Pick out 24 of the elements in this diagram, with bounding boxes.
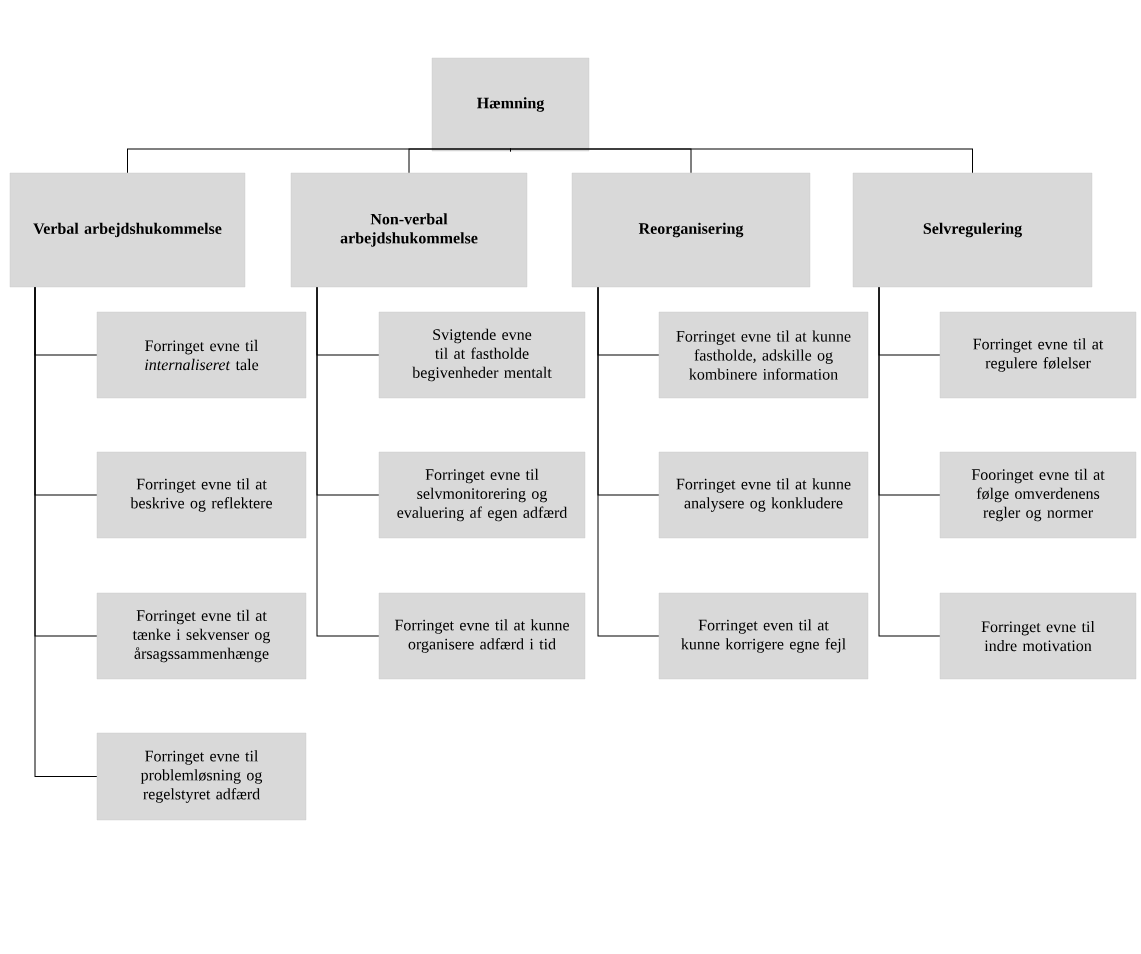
connector-line <box>34 286 98 777</box>
item-box: Forringet evne til selvmonitorering og evaluering af egen adfærd <box>378 451 586 539</box>
item-box: Svigtende evne til at fastholde begivenheder mentalt <box>378 311 586 399</box>
item-box: Forringet evne til at beskrive og reflektere <box>96 451 307 539</box>
connector-line <box>510 148 973 174</box>
item-box: Forringet evne til at kunne fastholde, adskille og kombinere information <box>658 311 869 399</box>
item-box: Forringet evne til indre motivation <box>939 592 1137 680</box>
item-box: Forringet even til at kunne korrigere egne fejl <box>658 592 869 680</box>
item-box: Forringet evne til at kunne organisere adfærd i tid <box>378 592 586 680</box>
category-box: Selvregulering <box>852 172 1093 288</box>
item-box: Forringet evne til at tænke i sekvenser og årsagssammenhænge <box>96 592 307 680</box>
connector-line <box>597 286 660 637</box>
item-box: Fooringet evne til at følge omverdenens regler og normer <box>939 451 1137 539</box>
category-box: Non-verbal arbejdshukommelse <box>290 172 528 288</box>
item-box: Forringet evne til internaliseret tale <box>96 311 307 399</box>
connector-line <box>316 286 380 637</box>
item-box: Forringet evne til problemløsning og regelstyret adfærd <box>96 732 307 821</box>
item-box: Forringet evne til at regulere følelser <box>939 311 1137 399</box>
connector-line <box>408 148 511 174</box>
connector-line <box>878 286 941 637</box>
category-box: Reorganisering <box>571 172 811 288</box>
root-box: Hæmning <box>431 57 590 152</box>
item-box: Forringet evne til at kunne analysere og konkludere <box>658 451 869 539</box>
category-box: Verbal arbejdshukommelse <box>9 172 246 288</box>
